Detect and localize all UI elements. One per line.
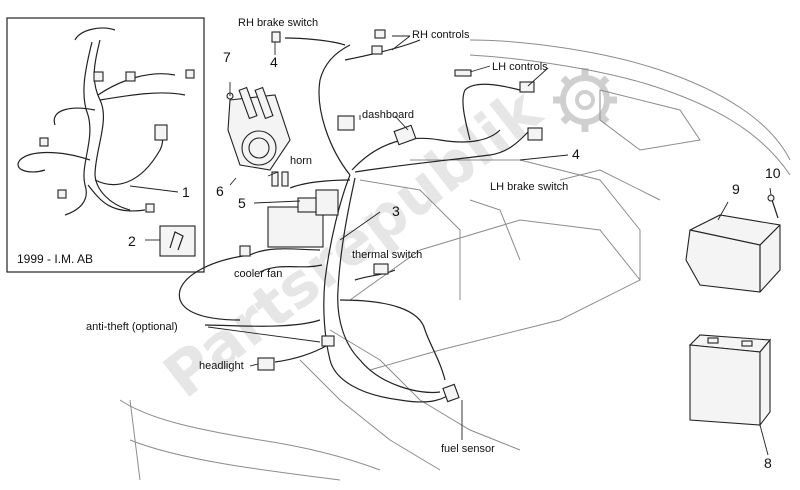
relay-block bbox=[267, 189, 339, 248]
scooter-frame bbox=[119, 39, 791, 481]
inset-caption: 1999 - I.M. AB bbox=[17, 252, 93, 266]
anti-theft-connector bbox=[321, 335, 335, 347]
callout-9: 9 bbox=[732, 181, 740, 197]
rh-controls-connector bbox=[374, 29, 386, 39]
horn-assembly bbox=[226, 86, 291, 171]
label-lh-brake-switch: LH brake switch bbox=[490, 181, 568, 193]
callout-5: 5 bbox=[238, 195, 246, 211]
fuel-sensor-connector bbox=[442, 383, 460, 403]
label-cooler-fan: cooler fan bbox=[234, 268, 282, 280]
callout-8: 8 bbox=[764, 455, 772, 471]
callout-4-right: 4 bbox=[572, 146, 580, 162]
label-headlight: headlight bbox=[199, 360, 244, 372]
label-anti-theft: anti-theft (optional) bbox=[86, 321, 178, 333]
callout-10: 10 bbox=[765, 165, 781, 181]
label-lh-controls: LH controls bbox=[492, 61, 548, 73]
dashboard-connector-2 bbox=[393, 124, 417, 146]
lh-controls-connector bbox=[454, 69, 472, 77]
dashboard-connector bbox=[337, 115, 355, 131]
label-thermal-switch: thermal switch bbox=[352, 249, 422, 261]
label-rh-controls: RH controls bbox=[412, 29, 470, 41]
label-rh-brake-switch: RH brake switch bbox=[238, 17, 318, 29]
thermal-switch-connector bbox=[373, 263, 389, 275]
headlight-connector bbox=[257, 357, 275, 371]
lh-connector-3 bbox=[527, 127, 543, 141]
label-dashboard: dashboard bbox=[362, 109, 414, 121]
rh-controls-connector-2 bbox=[371, 45, 383, 55]
inset-bracket bbox=[159, 225, 196, 257]
inset-harness bbox=[17, 27, 195, 216]
battery-cover bbox=[685, 214, 781, 293]
callout-3: 3 bbox=[392, 203, 400, 219]
inset-box bbox=[6, 17, 205, 273]
callout-4-top: 4 bbox=[270, 54, 278, 70]
main-harness bbox=[178, 37, 531, 403]
cooler-fan-connector bbox=[239, 245, 251, 257]
screw-icon bbox=[767, 194, 779, 219]
callout-6: 6 bbox=[216, 183, 224, 199]
callout-2: 2 bbox=[128, 233, 136, 249]
battery bbox=[688, 334, 772, 427]
label-horn: horn bbox=[290, 155, 312, 167]
gear-watermark-icon bbox=[553, 68, 617, 132]
lh-controls-connector-2 bbox=[519, 81, 535, 93]
label-fuel-sensor: fuel sensor bbox=[441, 443, 495, 455]
rh-brake-connector bbox=[271, 31, 281, 43]
horn-connectors bbox=[271, 171, 289, 187]
callout-7: 7 bbox=[223, 49, 231, 65]
callout-1: 1 bbox=[182, 184, 190, 200]
